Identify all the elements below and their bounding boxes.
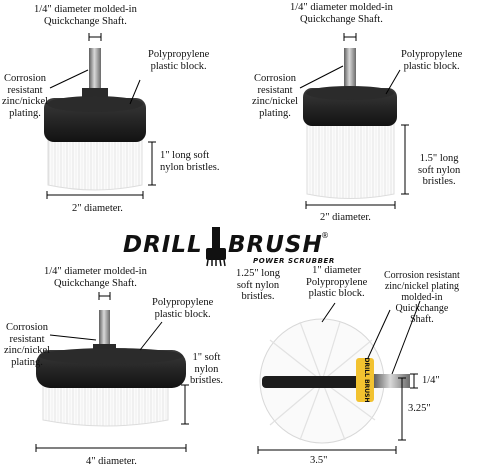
tl-bristles-label: 1" long soft nylon bristles. [160,150,220,173]
bl-shaft-label: 1/4" diameter molded-in Quickchange Shaf… [44,266,147,289]
hex-shaft [89,48,101,100]
tl-plating-label: Corrosion resistant zinc/nickel plating. [2,73,49,119]
logo-brush-icon [206,227,226,267]
handle-text: DRILL BRUSH [363,358,370,403]
logo-word-brush: BRUSH [228,232,323,258]
center-core [262,376,366,388]
bl-diameter-label: 4" diameter. [86,456,137,467]
br-shaft-dim-label: 1/4" [422,375,440,386]
hex-shaft [99,310,110,352]
tr-shaft-label: 1/4" diameter molded-in Quickchange Shaf… [290,2,393,25]
logo-tagline: POWER SCRUBBER [253,257,335,265]
bl-plating-label: Corrosion resistant zinc/nickel plating. [4,322,51,368]
br-length-label: 3.25" [408,403,431,414]
tr-diameter-label: 2" diameter. [320,212,371,223]
bl-bristles-label: 1" soft nylon bristles. [190,352,223,386]
bristles [306,119,395,199]
logo-word-drill: DRILL [123,232,203,258]
handle-collar [356,358,374,402]
drillbrush-logo: DRILL BRUSH ® POWER SCRUBBER [123,222,355,270]
hex-shaft [374,374,410,388]
bl-block-label: Polypropylene plastic block. [152,297,214,320]
bristles [47,139,143,191]
br-diameter-label: 3.5" [310,455,328,466]
tr-block-label: Polypropylene plastic block. [401,49,463,72]
tr-plating-label: Corrosion resistant zinc/nickel plating. [252,73,299,119]
br-plating-label: Corrosion resistant zinc/nickel plating … [384,270,460,325]
brush-2in-1in-bristles [44,33,156,199]
brush-2in-1-5in-bristles [299,33,409,209]
tl-block-label: Polypropylene plastic block. [148,49,210,72]
tl-shaft-label: 1/4" diameter molded-in Quickchange Shaf… [34,4,137,27]
br-block-label: 1" diameter Polypropylene plastic block. [306,265,368,299]
registered-mark: ® [321,231,329,240]
br-bristles-label: 1.25" long soft nylon bristles. [236,268,280,302]
tr-bristles-label: 1.5" long soft nylon bristles. [418,153,461,187]
brush-4in-1in-bristles [35,292,189,452]
brush-3-5in-round: DRILL BRUSH [257,300,421,454]
tl-diameter-label: 2" diameter. [72,203,123,214]
hex-shaft [344,48,356,92]
bristles [42,383,169,427]
